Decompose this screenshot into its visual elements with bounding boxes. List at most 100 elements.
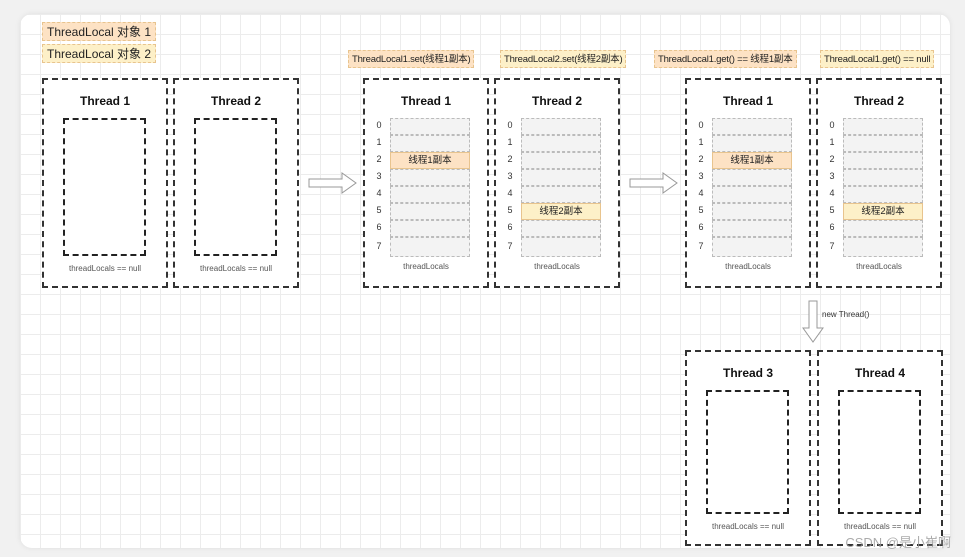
slot-cell: [712, 118, 792, 135]
slot-index: 2: [698, 154, 704, 164]
slot-index: 1: [698, 137, 704, 147]
slot-cell: [390, 220, 470, 237]
thread-title: Thread 2: [853, 94, 904, 108]
operation-label: ThreadLocal1.get() == 线程1副本: [654, 50, 797, 68]
slot-cell: [521, 220, 601, 237]
slot-cell: [390, 118, 470, 135]
down-arrow-icon: [802, 300, 824, 343]
slot-index: 0: [507, 120, 513, 130]
slot-cell: [521, 169, 601, 186]
slot-cell: [843, 152, 923, 169]
slot-index: 4: [376, 188, 382, 198]
thread-locals-label: threadLocals: [725, 262, 771, 271]
thread-locals-label: threadLocals == null: [199, 264, 273, 273]
legend-threadlocal-1: ThreadLocal 对象 1: [42, 22, 157, 41]
slot-index: 5: [376, 205, 382, 215]
slot-index: 4: [507, 188, 513, 198]
thread-box: Thread 2 0 1 2 3 4 5 线程2副本 6 7 threadLocals: [816, 78, 942, 288]
right-arrow-icon: [308, 172, 357, 194]
slot-cell: [390, 237, 470, 257]
slot-cell: [521, 135, 601, 152]
slot-cell: [843, 169, 923, 186]
slot-cell: [843, 186, 923, 203]
thread-locals-label: threadLocals: [856, 262, 902, 271]
slot-cell: [712, 169, 792, 186]
right-arrow-icon: [629, 172, 678, 194]
slot-index: 7: [376, 241, 382, 251]
thread-title: Thread 2: [210, 94, 261, 108]
slot-index: 7: [698, 241, 704, 251]
slot-cell: [521, 237, 601, 257]
slot-cell: 线程2副本: [843, 203, 923, 220]
slot-cell: 线程1副本: [390, 152, 470, 169]
thread-title: Thread 2: [531, 94, 582, 108]
thread-locals-label: threadLocals == null: [843, 522, 917, 531]
thread-title: Thread 1: [722, 94, 773, 108]
slot-index: 4: [698, 188, 704, 198]
slot-cell: 线程1副本: [712, 152, 792, 169]
slot-cell: [843, 237, 923, 257]
thread-title: Thread 4: [854, 366, 905, 380]
slot-index: 6: [507, 222, 513, 232]
thread-title: Thread 1: [79, 94, 130, 108]
slot-index: 6: [376, 222, 382, 232]
slot-cell: [390, 169, 470, 186]
slot-index: 4: [829, 188, 835, 198]
thread-locals-empty-box: [63, 118, 146, 256]
new-thread-label: new Thread(): [822, 310, 870, 319]
thread-title: Thread 3: [722, 366, 773, 380]
thread-box: Thread 2 threadLocals == null: [173, 78, 299, 288]
slot-index: 3: [829, 171, 835, 181]
slot-cell: [390, 135, 470, 152]
thread-locals-empty-box: [194, 118, 277, 256]
slot-index: 0: [376, 120, 382, 130]
slot-index: 5: [829, 205, 835, 215]
slot-cell: [521, 152, 601, 169]
slot-index: 1: [376, 137, 382, 147]
slot-index: 1: [507, 137, 513, 147]
operation-label: ThreadLocal2.set(线程2副本): [500, 50, 627, 68]
thread-title: Thread 1: [400, 94, 451, 108]
diagram-canvas: ThreadLocal 对象 1 ThreadLocal 对象 2 new Th…: [20, 14, 950, 548]
slot-index: 1: [829, 137, 835, 147]
slot-cell: [390, 203, 470, 220]
slot-index: 7: [829, 241, 835, 251]
slot-cell: [521, 118, 601, 135]
thread-box: Thread 4 threadLocals == null: [817, 350, 943, 546]
watermark: CSDN @是小崔啊: [845, 535, 951, 550]
slot-index: 6: [698, 222, 704, 232]
slot-cell: 线程2副本: [521, 203, 601, 220]
slot-index: 3: [507, 171, 513, 181]
legend-threadlocal-2: ThreadLocal 对象 2: [42, 44, 157, 63]
slot-index: 0: [829, 120, 835, 130]
operation-label: ThreadLocal1.set(线程1副本): [348, 50, 475, 68]
slot-cell: [843, 135, 923, 152]
thread-locals-empty-box: [838, 390, 921, 514]
slot-index: 2: [829, 154, 835, 164]
thread-locals-label: threadLocals == null: [711, 522, 785, 531]
slot-cell: [521, 186, 601, 203]
slot-cell: [843, 118, 923, 135]
thread-box: Thread 3 threadLocals == null: [685, 350, 811, 546]
thread-locals-label: threadLocals == null: [68, 264, 142, 273]
thread-box: Thread 1 0 1 2 线程1副本 3 4 5 6 7 threadLocals: [363, 78, 489, 288]
slot-index: 6: [829, 222, 835, 232]
slot-cell: [390, 186, 470, 203]
slot-index: 2: [507, 154, 513, 164]
slot-cell: [843, 220, 923, 237]
slot-cell: [712, 220, 792, 237]
slot-index: 5: [507, 205, 513, 215]
thread-box: Thread 2 0 1 2 3 4 5 线程2副本 6 7 threadLocals: [494, 78, 620, 288]
slot-index: 5: [698, 205, 704, 215]
thread-locals-label: threadLocals: [403, 262, 449, 271]
slot-cell: [712, 237, 792, 257]
slot-index: 3: [376, 171, 382, 181]
thread-locals-empty-box: [706, 390, 789, 514]
slot-index: 3: [698, 171, 704, 181]
slot-index: 2: [376, 154, 382, 164]
slot-cell: [712, 186, 792, 203]
slot-index: 7: [507, 241, 513, 251]
thread-locals-label: threadLocals: [534, 262, 580, 271]
thread-box: Thread 1 threadLocals == null: [42, 78, 168, 288]
